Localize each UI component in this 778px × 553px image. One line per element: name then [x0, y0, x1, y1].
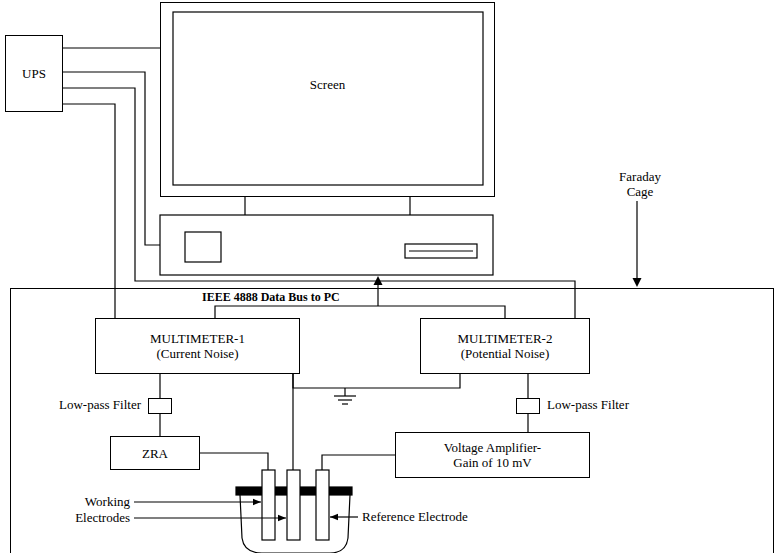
connector-wire	[293, 374, 460, 388]
connector-wire	[63, 104, 115, 318]
node-text: Voltage Amplifier- Gain of 10 mV	[437, 440, 549, 470]
cage-pointer	[636, 201, 637, 279]
node-text: Faraday Cage	[609, 169, 671, 199]
zra-box: ZRA	[110, 436, 200, 470]
cage-pointer-head	[633, 278, 642, 287]
multimeter-box: MULTIMETER-2(Potential Noise)	[420, 318, 590, 374]
node-text: (Current Noise)	[157, 346, 239, 361]
ground-symbol	[342, 403, 348, 404]
working-electrode	[262, 470, 275, 540]
drive-slot-line	[409, 250, 473, 251]
ground-symbol	[338, 399, 352, 400]
node-text: Low-pass Filter	[547, 397, 629, 412]
monitor-stand	[409, 197, 410, 215]
connector-wire	[63, 88, 575, 318]
screen-panel	[173, 12, 483, 185]
node-text: MULTIMETER-1	[150, 331, 245, 346]
leader-arrow	[134, 501, 261, 502]
leader-arrow	[134, 517, 286, 518]
reference-electrode	[316, 470, 329, 540]
connector-wire	[159, 374, 160, 398]
computer-case	[160, 215, 493, 275]
node-text: ZRA	[142, 446, 168, 461]
connector-wire	[63, 47, 160, 48]
node-text: MULTIMETER-2	[458, 331, 553, 346]
working-electrode	[287, 470, 300, 540]
electrode-wire	[322, 455, 395, 470]
connector-wire	[527, 414, 528, 432]
electrode-label: Reference Electrode	[362, 509, 468, 525]
connector-wire	[215, 306, 505, 318]
node-text: Screen	[310, 77, 345, 92]
bus-label: IEEE 4888 Data Bus to PC	[200, 290, 342, 304]
connector-wire	[527, 374, 528, 398]
electrode-wire	[200, 453, 268, 470]
filter-box: Low-pass Filter	[148, 398, 172, 414]
ups-box: UPS	[5, 35, 63, 112]
monitor-screen: Screen	[160, 2, 495, 197]
filter-box: Low-pass Filter	[516, 398, 540, 414]
ground-symbol	[344, 388, 345, 396]
node-text: Low-pass Filter	[59, 397, 141, 412]
power-cable	[63, 72, 160, 245]
leader-arrow	[330, 516, 358, 517]
amplifier-box: Voltage Amplifier- Gain of 10 mV	[395, 432, 590, 478]
monitor-stand	[244, 197, 245, 215]
drive-slot	[405, 244, 477, 258]
electrode-label: Working Electrodes	[52, 494, 130, 526]
connector-wire	[159, 414, 160, 436]
ground-symbol	[334, 395, 356, 396]
power-button	[185, 232, 221, 262]
multimeter-box: MULTIMETER-1(Current Noise)	[95, 318, 300, 374]
node-text: UPS	[22, 66, 46, 81]
node-text: (Potential Noise)	[461, 346, 549, 361]
